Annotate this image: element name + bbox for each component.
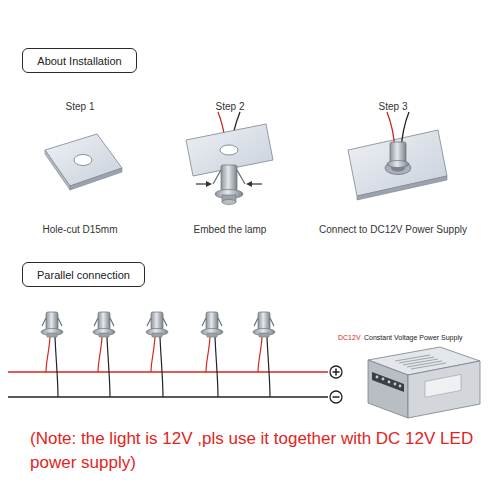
section-title: Parallel connection [37, 269, 130, 281]
voltage-label: DC12V [338, 334, 361, 342]
step-caption: Connect to DC12V Power Supply [308, 224, 478, 236]
step-label: Step 2 [170, 101, 290, 113]
installed-illustration [348, 112, 447, 200]
step-caption: Hole-cut D15mm [10, 224, 150, 236]
supply-label: Constant Voltage Power Supply [364, 334, 462, 342]
section-title: About Installation [37, 55, 121, 67]
step-caption: Embed the lamp [160, 224, 300, 236]
power-supply [368, 347, 480, 418]
section-tab: About Installation [22, 48, 137, 73]
wiring [8, 312, 342, 403]
section-tab: Parallel connection [22, 262, 145, 287]
cut-plate [45, 134, 122, 190]
note-text: (Note: the light is 12V ,pls use it toge… [30, 427, 485, 475]
step-label: Step 3 [333, 101, 453, 113]
embed-illustration [186, 112, 273, 205]
step-label: Step 1 [20, 101, 140, 113]
